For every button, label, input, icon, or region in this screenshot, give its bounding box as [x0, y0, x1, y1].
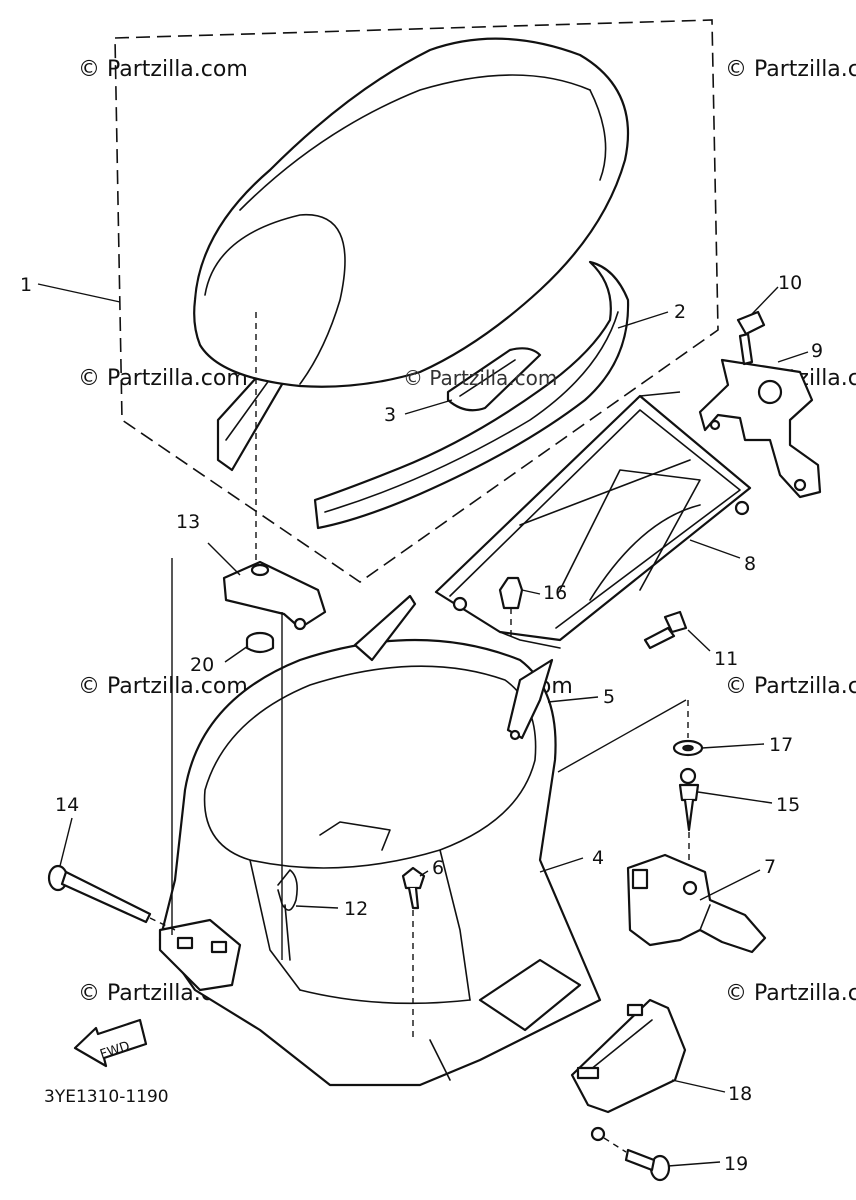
screw-6	[401, 866, 426, 1040]
part-label: 10	[778, 272, 802, 294]
part-label: 11	[714, 648, 738, 670]
part-label: 7	[764, 856, 776, 878]
part-label: 19	[724, 1153, 748, 1175]
watermark: © Partzilla.com	[725, 57, 856, 82]
watermark: © Partzilla.com	[78, 366, 248, 391]
hinge-plate	[222, 560, 327, 631]
nut-16	[498, 576, 524, 640]
seat-pad	[446, 347, 542, 412]
seat-cushion	[193, 37, 630, 568]
part-label: 12	[344, 898, 368, 920]
part-label: 16	[543, 582, 567, 604]
seat-lock	[626, 853, 767, 954]
part-label: 20	[190, 654, 214, 676]
seat-assembly-boundary	[114, 19, 719, 583]
part-label: 13	[176, 511, 200, 533]
box-ear	[353, 594, 417, 662]
bracket	[698, 358, 822, 499]
part-labels: 1 2 3 4 5 6 7 8 9 10 11 12 13 14 15 16 1…	[20, 272, 823, 1175]
carrier-frame	[434, 391, 752, 649]
watermark: © Partzilla.com	[403, 366, 557, 390]
part-label: 6	[432, 857, 444, 879]
damper	[245, 631, 275, 654]
watermark: © Partzilla.com	[725, 674, 856, 699]
box-stay	[506, 658, 554, 741]
part-label: 14	[55, 794, 79, 816]
diagram-code: 3YE1310-1190	[44, 1087, 169, 1107]
storage-box	[158, 638, 602, 1087]
screw-19	[590, 1126, 671, 1182]
pin-bolt	[678, 767, 700, 870]
part-label: 9	[811, 340, 823, 362]
part-label: 18	[728, 1083, 752, 1105]
leader-lines	[37, 283, 809, 1167]
part-label: 2	[674, 301, 686, 323]
part-label: 5	[603, 686, 615, 708]
part-label: 1	[20, 274, 32, 296]
bolt-10	[736, 310, 766, 366]
part-label: 4	[592, 847, 604, 869]
watermark: © Partzilla.com	[725, 981, 856, 1006]
long-bolt	[47, 864, 176, 931]
forward-arrow: FWD	[73, 1018, 148, 1068]
watermark: © Partzilla.com	[78, 674, 248, 699]
part-label: 15	[776, 794, 800, 816]
part-label: 3	[384, 404, 396, 426]
bolt-11	[643, 610, 688, 650]
lock-cover	[570, 998, 687, 1114]
wire-clip	[277, 869, 298, 961]
part-label: 8	[744, 553, 756, 575]
watermark: © Partzilla.com	[78, 57, 248, 82]
washer	[672, 700, 704, 757]
part-label: 17	[769, 734, 793, 756]
